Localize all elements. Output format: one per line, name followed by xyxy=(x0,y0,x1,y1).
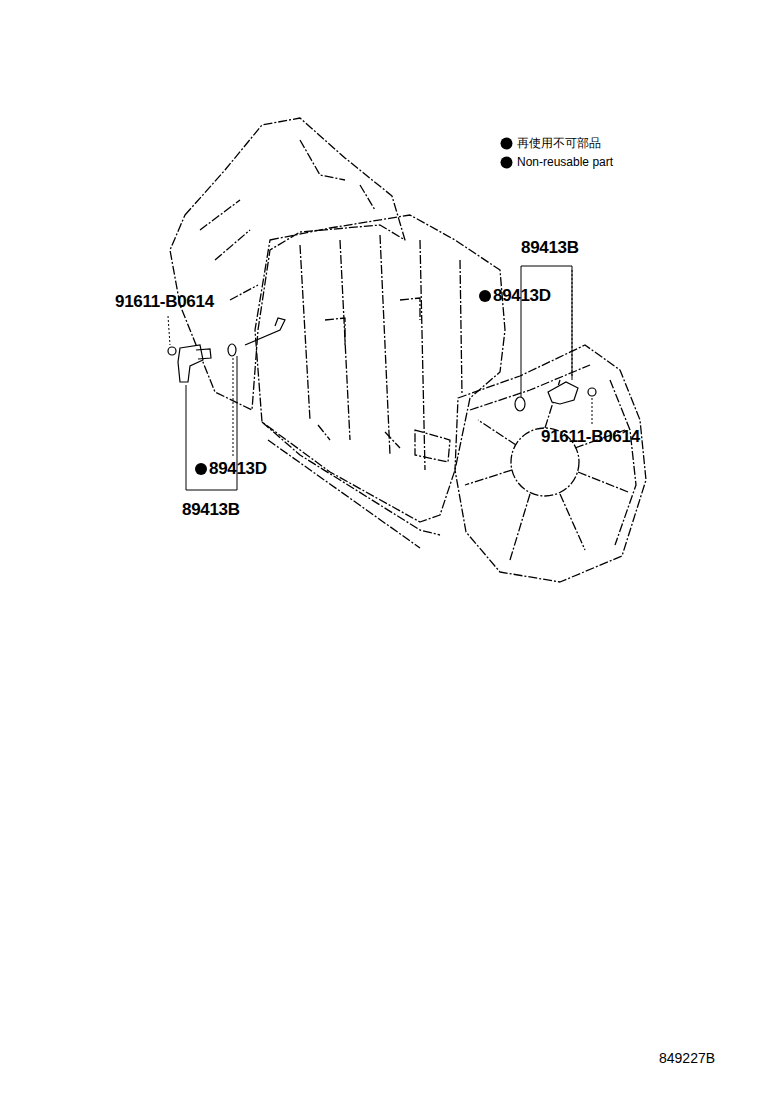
o-ring xyxy=(228,344,236,356)
part-number: 89413D xyxy=(493,286,551,306)
non-reusable-dot xyxy=(195,463,207,475)
legend-swatch xyxy=(500,156,513,169)
speed-sensor xyxy=(178,345,203,382)
legend-item: 再使用不可部品 xyxy=(500,135,601,151)
part-number: 89413B xyxy=(521,238,579,258)
part-number: 89413D xyxy=(209,459,267,479)
part-number: 91611-B0614 xyxy=(541,427,640,447)
legend-text: 再使用不可部品 xyxy=(517,135,601,151)
sensor-flange xyxy=(196,349,211,359)
non-reusable-dot xyxy=(479,290,491,302)
legend-text: Non-reusable part xyxy=(517,154,613,170)
bracket xyxy=(521,266,572,397)
legend-item: Non-reusable part xyxy=(500,154,613,170)
part-symbols xyxy=(168,318,596,411)
part-number: 89413B xyxy=(182,500,240,520)
leader-line xyxy=(592,398,593,425)
bolt xyxy=(588,388,596,396)
part-number: 91611-B0614 xyxy=(115,292,214,312)
legend-dot xyxy=(501,156,513,168)
transmission-outline xyxy=(170,118,646,582)
non-reusable-marks xyxy=(195,290,491,475)
legend-swatch xyxy=(500,137,513,150)
leader-lines xyxy=(168,266,592,490)
speed-sensor xyxy=(548,382,578,404)
leader-line xyxy=(233,358,234,458)
bolt xyxy=(168,347,176,355)
legend-dot xyxy=(501,137,513,149)
sensor-hole xyxy=(245,318,285,345)
illustration-code: 849227B xyxy=(659,1050,715,1066)
leader-line xyxy=(572,270,573,378)
leader-line xyxy=(168,316,170,345)
o-ring xyxy=(515,397,525,411)
